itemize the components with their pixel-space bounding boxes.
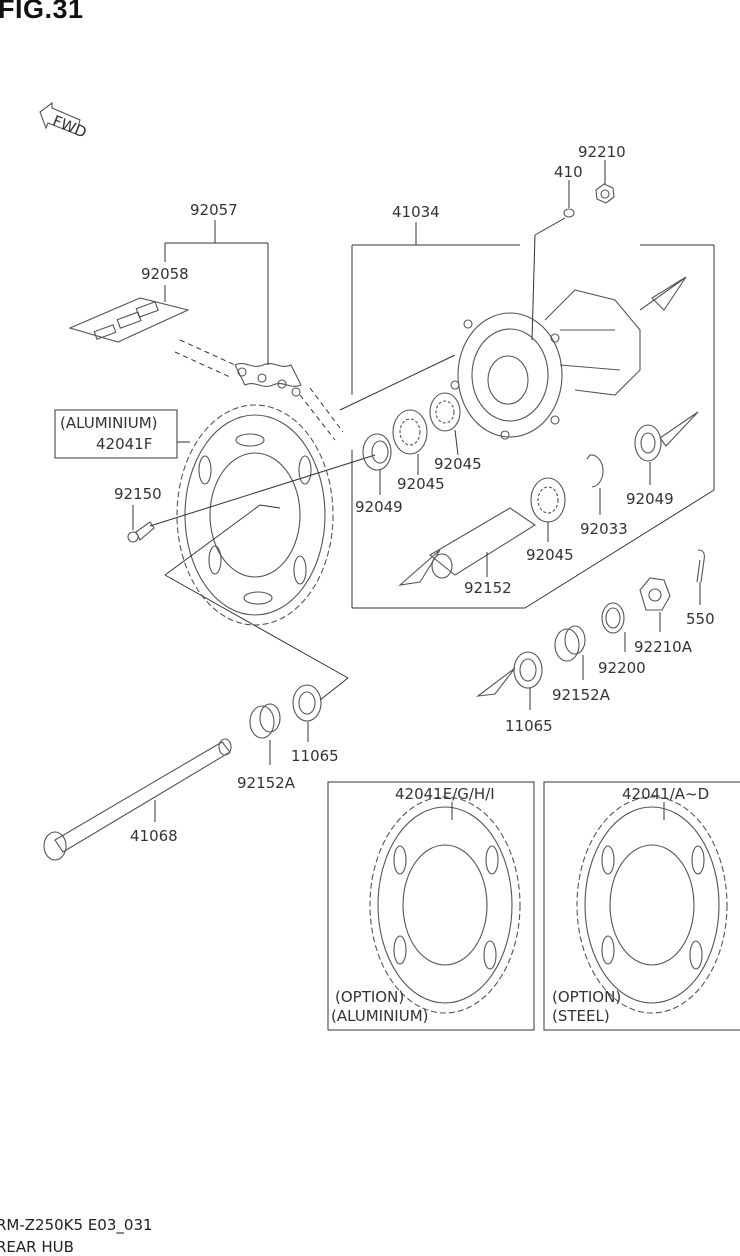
- assembly-name: REAR HUB: [0, 1238, 74, 1256]
- castle-nut-icon: [639, 577, 671, 632]
- part-label: 42041F: [96, 435, 152, 453]
- spacer-icon: [249, 703, 281, 765]
- bolt-icon: [127, 454, 376, 543]
- collar-icon: [601, 602, 626, 652]
- part-label: 92045: [434, 455, 482, 473]
- part-label: 92058: [141, 265, 189, 283]
- spacer-tube-icon: [398, 507, 537, 586]
- sprocket-label-box: [54, 409, 190, 459]
- part-label: 550: [686, 610, 715, 628]
- part-label: 92049: [355, 498, 403, 516]
- bearing-icon: [392, 409, 428, 475]
- option-note: (OPTION): [552, 988, 621, 1006]
- option-part-label: 42041/A~D: [622, 785, 709, 803]
- part-label: 92057: [190, 201, 238, 219]
- part-note: (ALUMINIUM): [60, 414, 158, 432]
- part-label: 11065: [291, 747, 339, 765]
- part-label: 92033: [580, 520, 628, 538]
- chain-bracket: [164, 220, 269, 365]
- nut-icon: [595, 160, 615, 204]
- part-label: 41068: [130, 827, 178, 845]
- oil-seal-icon: [476, 651, 543, 710]
- rear-hub-icon: [339, 276, 687, 440]
- rear-sprocket-icon: [164, 404, 334, 626]
- oil-seal-icon: [164, 574, 349, 742]
- option-note: (ALUMINIUM): [331, 1007, 429, 1025]
- part-label: 410: [554, 163, 583, 181]
- option-note: (OPTION): [335, 988, 404, 1006]
- part-label: 11065: [505, 717, 553, 735]
- oil-seal-icon: [362, 433, 392, 495]
- option-note: (STEEL): [552, 1007, 610, 1025]
- cotter-pin-icon: [696, 549, 705, 605]
- option-box-steel: [543, 781, 740, 1031]
- chain-joint-icon: [68, 297, 190, 343]
- axle-icon: [43, 738, 232, 861]
- spacer-icon: [554, 625, 586, 680]
- part-label: 92210A: [634, 638, 693, 656]
- option-part-label: 42041E/G/H/I: [395, 785, 495, 803]
- hub-assembly-bracket: [351, 222, 715, 609]
- figure-title: FIG.31: [0, 0, 84, 24]
- part-label: 92150: [114, 485, 162, 503]
- circlip-icon: [586, 454, 604, 515]
- bearing-icon: [530, 477, 566, 542]
- part-label: 92152A: [552, 686, 611, 704]
- washer-icon: [531, 180, 575, 341]
- drive-chain-icon: [174, 339, 344, 441]
- part-label: 92210: [578, 143, 626, 161]
- part-label: 92200: [598, 659, 646, 677]
- option-box-aluminium: [327, 781, 535, 1031]
- bearing-icon: [429, 392, 461, 456]
- part-label: 92152A: [237, 774, 296, 792]
- part-label: 92045: [397, 475, 445, 493]
- part-label: 92049: [626, 490, 674, 508]
- part-label: 41034: [392, 203, 440, 221]
- oil-seal-icon: [634, 411, 699, 485]
- model-code: RM-Z250K5 E03_031: [0, 1216, 153, 1234]
- forward-direction-arrow-icon: FWD: [39, 101, 89, 142]
- part-label: 92152: [464, 579, 512, 597]
- direction-label: FWD: [50, 112, 89, 142]
- part-label: 92045: [526, 546, 574, 564]
